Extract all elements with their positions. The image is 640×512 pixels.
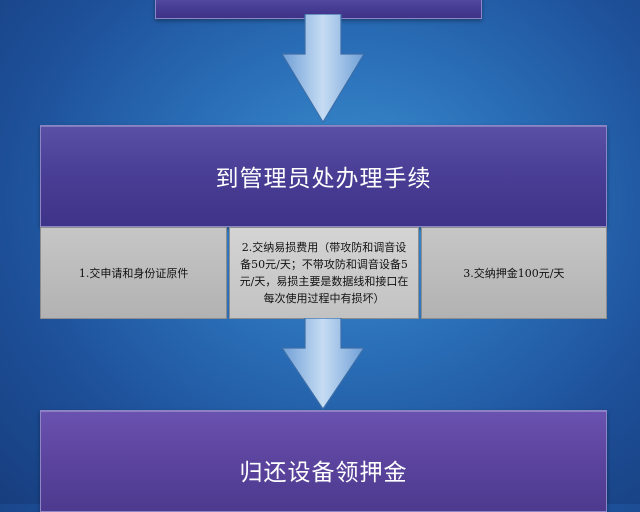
down-arrow-1 xyxy=(280,14,366,124)
sub-step-2: 2.交纳易损费用（带攻防和调音设备50元/天；不带攻防和调音设备5元/天，易损主… xyxy=(229,227,419,319)
sub-step-3: 3.交纳押金100元/天 xyxy=(420,227,607,319)
sub-step-3-text: 3.交纳押金100元/天 xyxy=(463,266,565,280)
handle-procedures-title: 到管理员处办理手续 xyxy=(215,166,432,192)
return-equipment-title: 归还设备领押金 xyxy=(239,460,408,486)
handle-procedures-box: 到管理员处办理手续 xyxy=(40,125,607,227)
return-equipment-box: 归还设备领押金 xyxy=(40,410,607,512)
sub-steps-row: 1.交申请和身份证原件 2.交纳易损费用（带攻防和调音设备50元/天；不带攻防和… xyxy=(40,227,607,319)
sub-step-1: 1.交申请和身份证原件 xyxy=(40,227,228,319)
sub-step-1-text: 1.交申请和身份证原件 xyxy=(78,266,189,280)
down-arrow-2 xyxy=(280,318,366,411)
sub-step-2-text: 2.交纳易损费用（带攻防和调音设备50元/天；不带攻防和调音设备5元/天，易损主… xyxy=(239,241,409,305)
